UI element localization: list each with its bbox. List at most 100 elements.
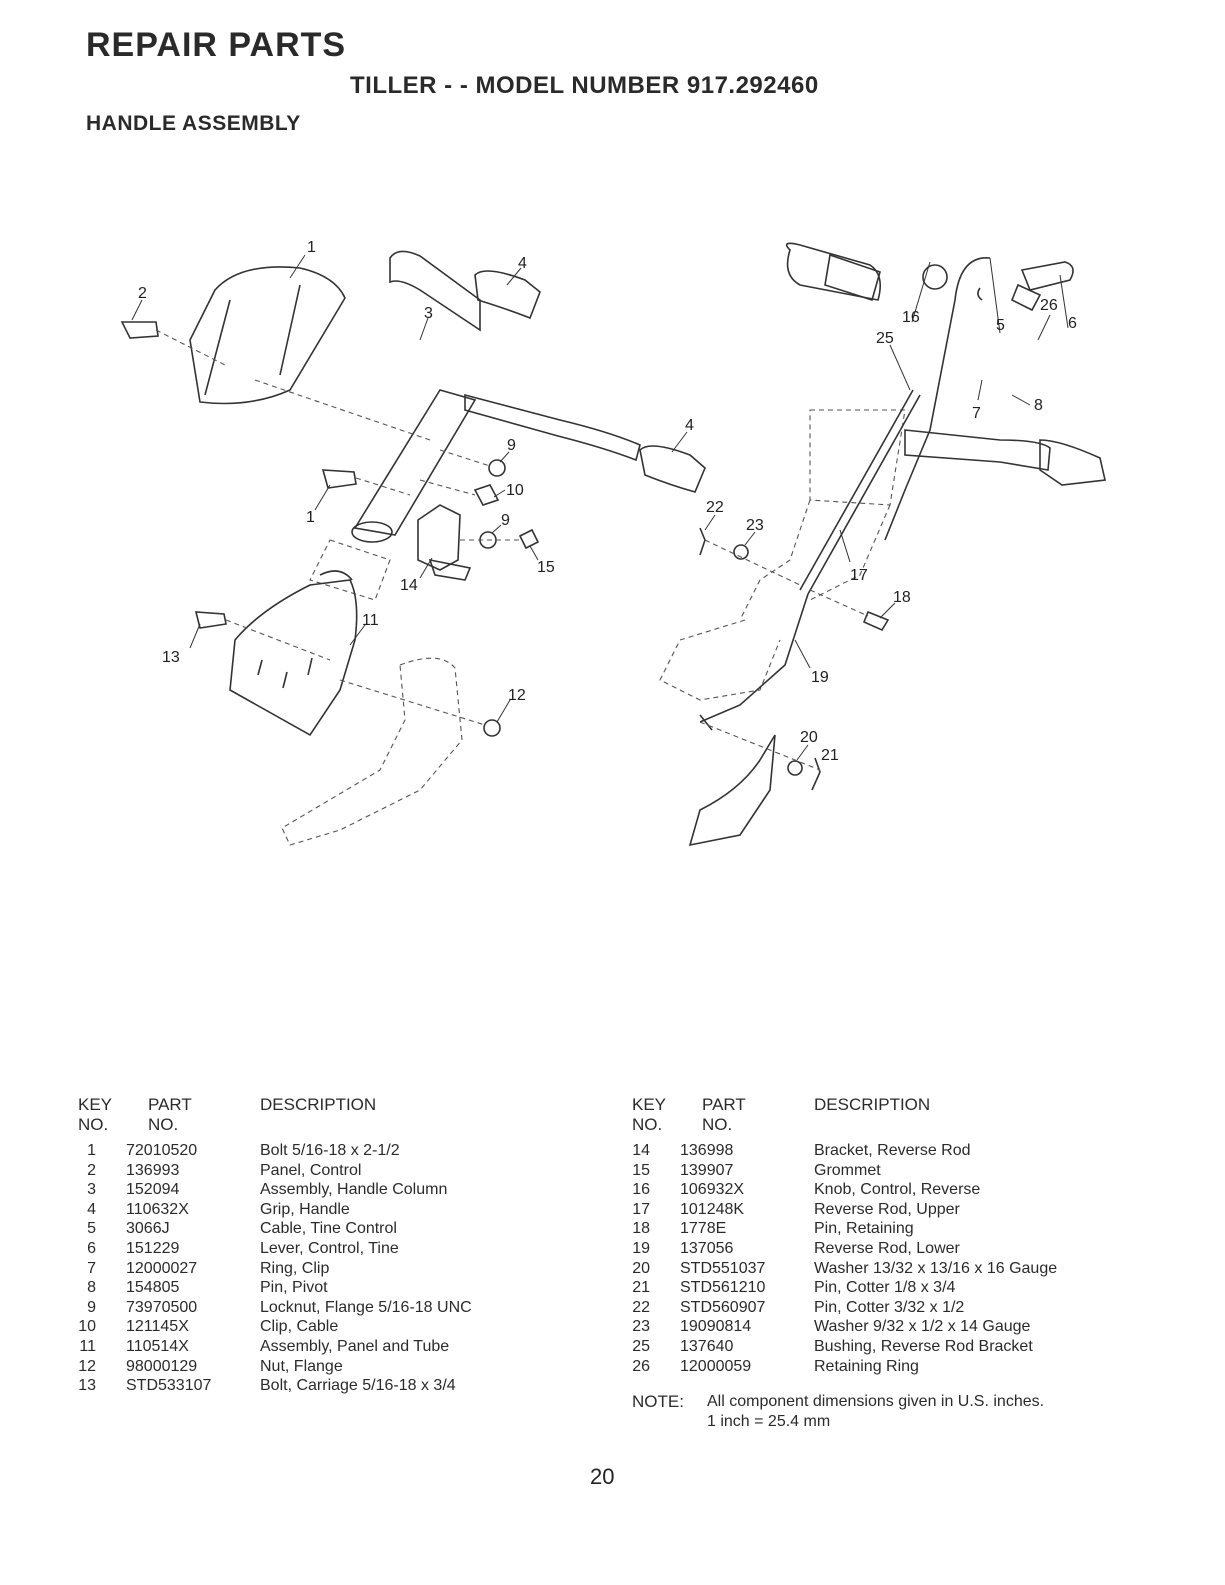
key-number: 23 [632, 1318, 650, 1336]
part-description: Reverse Rod, Lower [814, 1240, 960, 1257]
callout-label: 8 [1034, 397, 1043, 414]
note-label: NOTE: [632, 1392, 684, 1411]
carriage-bolt-part [194, 611, 227, 629]
part-description: Knob, Control, Reverse [814, 1181, 981, 1199]
callout-label: 20 [800, 729, 818, 746]
part-description: Grommet [814, 1161, 881, 1179]
part-number: STD551037 [680, 1259, 766, 1277]
callout-label: 2 [138, 285, 147, 302]
callout-label: 5 [996, 317, 1005, 334]
callout-label: 21 [821, 747, 839, 764]
key-number: 4 [87, 1200, 96, 1218]
panel-and-tube-part [229, 579, 358, 737]
callout-label: 6 [1068, 315, 1077, 332]
part-header: PART [148, 1095, 192, 1114]
part-number: 3066J [126, 1220, 170, 1238]
callout-label: 10 [506, 482, 524, 499]
part-description: Bolt 5/16-18 x 2-1/2 [260, 1142, 400, 1159]
part-description: Cable, Tine Control [260, 1220, 397, 1238]
tine-lever-part [1020, 261, 1074, 291]
key-number: 3 [87, 1181, 96, 1199]
key-number: 18 [632, 1220, 650, 1238]
part-number: 137056 [680, 1240, 734, 1257]
part-header-no: NO. [148, 1115, 179, 1134]
part-number: STD560907 [680, 1298, 766, 1316]
diagram-callouts: 1 2 3 4 1 9 10 9 14 15 11 12 13 4 16 25 … [138, 239, 1077, 764]
callout-label: 18 [893, 589, 911, 606]
callout-label: 12 [508, 687, 526, 704]
page-title: REPAIR PARTS [86, 26, 347, 64]
part-number: 137640 [680, 1338, 734, 1355]
part-number: 73970500 [126, 1298, 198, 1316]
key-number: 8 [87, 1279, 96, 1297]
handlebar-part [785, 242, 881, 301]
part-description: Ring, Clip [260, 1259, 330, 1277]
key-header: KEY [632, 1095, 667, 1114]
callout-label: 4 [685, 417, 694, 434]
key-number: 9 [87, 1298, 96, 1316]
key-number: 10 [78, 1318, 96, 1336]
part-number: 101248K [680, 1200, 745, 1218]
lower-reverse-rod-part [699, 593, 809, 723]
part-description: Washer 9/32 x 1/2 x 14 Gauge [814, 1318, 1031, 1336]
key-number: 16 [632, 1181, 650, 1199]
part-description: Nut, Flange [260, 1357, 343, 1375]
key-number: 19 [632, 1240, 650, 1257]
callout-label: 13 [162, 649, 180, 666]
pivot-pin-part [1010, 283, 1042, 312]
grip-part [1039, 439, 1106, 486]
part-description: Pin, Pivot [260, 1279, 328, 1297]
part-number: STD561210 [680, 1279, 766, 1297]
key-number: 15 [632, 1161, 650, 1179]
control-panel-part [189, 266, 346, 405]
cotter-pin-part [811, 757, 821, 791]
callout-label: 11 [362, 612, 379, 629]
key-number: 6 [87, 1240, 96, 1257]
part-number: 136993 [126, 1161, 180, 1179]
callout-label: 25 [876, 330, 894, 347]
part-description: Grip, Handle [260, 1200, 350, 1218]
key-number: 12 [78, 1357, 96, 1375]
part-number: 12000059 [680, 1357, 752, 1375]
upper-reverse-rod-part [799, 389, 914, 591]
washer-part [787, 760, 803, 776]
part-description: Assembly, Panel and Tube [260, 1338, 450, 1355]
clip-ring-part [977, 287, 983, 301]
key-number: 25 [632, 1338, 650, 1355]
handle-column-part [389, 250, 481, 332]
callout-label: 16 [902, 309, 920, 326]
part-number: 151229 [126, 1240, 180, 1257]
grip-part [474, 270, 541, 320]
grommet-part [518, 528, 540, 550]
part-number: 12000027 [126, 1259, 198, 1277]
key-header-no: NO. [78, 1115, 109, 1134]
part-number: 98000129 [126, 1357, 198, 1375]
callout-label: 1 [306, 509, 315, 526]
retaining-pin-part [862, 610, 890, 632]
reverse-rod-bracket-part [417, 504, 461, 571]
key-number: 26 [632, 1357, 650, 1375]
callout-label: 7 [972, 405, 981, 422]
key-number: 17 [632, 1200, 650, 1218]
note-line-1: All component dimensions given in U.S. i… [707, 1393, 1045, 1410]
callout-label: 4 [518, 255, 527, 272]
part-description: Bracket, Reverse Rod [814, 1142, 971, 1159]
flange-nut-part [483, 719, 501, 737]
key-number: 22 [632, 1298, 650, 1316]
key-number: 11 [79, 1338, 96, 1355]
cable-clip-part [473, 484, 500, 506]
callout-label: 3 [424, 305, 433, 322]
exploded-diagram: 1 2 3 4 1 9 10 9 14 15 11 12 13 4 16 25 … [120, 239, 1106, 847]
note-line-2: 1 inch = 25.4 mm [707, 1413, 831, 1430]
part-description: Pin, Retaining [814, 1220, 914, 1238]
part-description: Pin, Cotter 3/32 x 1/2 [814, 1298, 965, 1316]
part-number: 110632X [126, 1200, 189, 1218]
description-header: DESCRIPTION [260, 1095, 377, 1114]
reverse-knob-part [922, 264, 948, 290]
description-header: DESCRIPTION [814, 1095, 931, 1114]
bolt-part [321, 469, 357, 489]
part-number: 121145X [126, 1318, 189, 1336]
key-number: 13 [78, 1377, 96, 1395]
